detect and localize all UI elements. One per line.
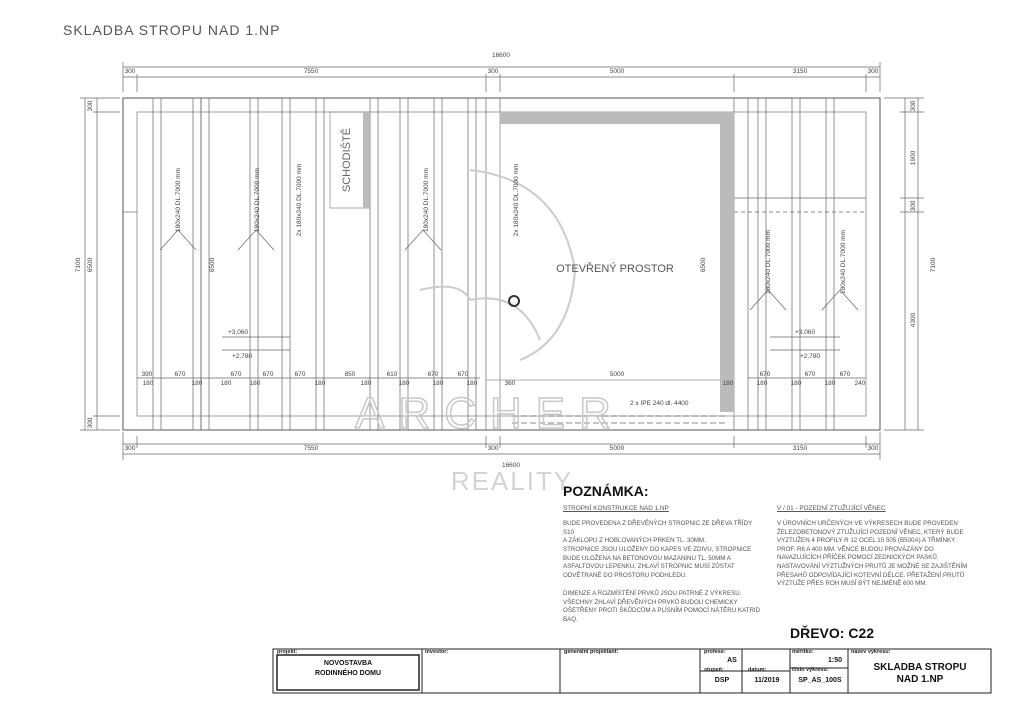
top-dim-1: 7550	[304, 68, 319, 75]
drawing-name-2: NAD 1.NP	[896, 674, 944, 685]
bottom-dim-2: 300	[488, 445, 499, 452]
level-upper-left: +3,060	[228, 329, 248, 336]
spacing-left-6: 670	[428, 371, 439, 378]
spacing-left-bottom-3: 180	[250, 380, 261, 387]
bottom-dim-5: 300	[868, 445, 879, 452]
spacing-left-2: 670	[231, 371, 242, 378]
level-lower-right: +2,780	[800, 353, 820, 360]
left-dim-0: 300	[87, 100, 94, 111]
left-dim-2: 300	[87, 417, 94, 428]
level-lower-left: +2,780	[232, 353, 252, 360]
open-space-width: 5000	[610, 371, 625, 378]
bottom-dim-1: 7550	[304, 445, 319, 452]
spacing-left-bottom-6: 180	[361, 380, 372, 387]
spacing-right-bottom-3: 180	[825, 380, 836, 387]
spacing-left-bottom-0: 180	[143, 380, 154, 387]
spacing-left-0: 390	[142, 371, 153, 378]
notes-col2-title: V / 01 - POZEDNÍ ZTUŽUJÍCÍ VĚNEC	[777, 505, 886, 512]
profession-label: profese:	[704, 649, 726, 655]
spacing-right-2: 670	[840, 371, 851, 378]
top-dim-4: 3150	[793, 68, 808, 75]
watermark-brand: ARCHER	[355, 389, 625, 438]
top-dim-3: 5000	[610, 68, 625, 75]
spacing-right-bottom-4: 240	[855, 380, 866, 387]
spacing-right-bottom-2: 180	[791, 380, 802, 387]
date-value: 11/2019	[754, 677, 780, 684]
notes-heading: POZNÁMKA:	[563, 483, 649, 499]
spacing-left-1: 670	[175, 371, 186, 378]
left-total-dim: 7100	[75, 257, 82, 272]
notes-col1-p2: STROPNICE JSOU ULOŽENY DO KAPES VE ZDIVU…	[563, 546, 752, 579]
bottom-total-dim: 16600	[502, 462, 520, 469]
spacing-left-4: 670	[295, 371, 306, 378]
title-block-frame	[272, 648, 992, 694]
drawing-name-label: název výkresu:	[851, 649, 891, 655]
beam-label-3: 180x240 DL.7000 mm	[423, 168, 430, 232]
beam-label-6: 180x240 DL.7000 mm	[840, 230, 847, 294]
scale-value: 1:50	[827, 657, 842, 664]
spacing-left-3: 670	[263, 371, 274, 378]
designer-label: generální projektant:	[564, 649, 619, 655]
inner-height-left: 6500	[209, 257, 216, 272]
beam-label-5: 180x240 DL.7000 mm	[765, 230, 772, 294]
spacing-left-bottom-5: 850	[345, 371, 356, 378]
spacing-left-bottom-10: 360	[505, 380, 516, 387]
left-dim-1: 6500	[87, 257, 94, 272]
spacing-right-bottom-0: 180	[723, 380, 734, 387]
top-total-dim: 16600	[492, 52, 510, 59]
scale-label: měřítko:	[792, 649, 814, 655]
right-dim-2: 300	[910, 200, 917, 211]
drawing-name-1: SKLADBA STROPU	[873, 662, 967, 673]
spacing-left-bottom-9: 180	[467, 380, 478, 387]
spacing-left-bottom-1: 180	[192, 380, 203, 387]
spacing-right-bottom-1: 180	[757, 380, 768, 387]
investor-label: investor:	[425, 649, 449, 655]
right-total-dim: 7100	[930, 257, 937, 272]
project-value-2: RODINNÉHO DOMU	[314, 670, 382, 677]
top-dim-5: 300	[868, 68, 879, 75]
inner-height-right: 6500	[700, 257, 707, 272]
watermark-sub: REALITY	[451, 466, 573, 496]
spacing-left-bottom-2: 180	[221, 380, 232, 387]
spacing-left-bottom-4: 180	[315, 380, 326, 387]
notes-col2-p1: V ÚROVNÍCH URČENÝCH VE VÝKRESECH BUDE PR…	[777, 520, 968, 588]
stage-label: stupeň:	[704, 667, 724, 673]
project-label: projekt:	[277, 649, 298, 655]
top-dim-0: 300	[125, 68, 136, 75]
spacing-left-bottom-7: 180	[399, 380, 410, 387]
spacing-left-7: 670	[458, 371, 469, 378]
beam-label-1: 180x240 DL.7000 mm	[254, 168, 261, 232]
bottom-dim-3: 5000	[610, 445, 625, 452]
date-label: datum:	[748, 667, 767, 673]
material-label: DŘEVO: C22	[790, 625, 875, 641]
bottom-dim-0: 300	[125, 445, 136, 452]
notes-col1-p1: BUDE PROVEDENA Z DŘEVĚNÝCH STROPNIC ZE D…	[563, 520, 753, 545]
beam-label-0: 180x240 DL.7000 mm	[175, 168, 182, 232]
spacing-left-bottom-8: 180	[433, 380, 444, 387]
drawing-number-value: SP_AS_100S	[798, 677, 842, 684]
drawing-title: SKLADBA STROPU NAD 1.NP	[63, 22, 281, 38]
open-space-label: OTEVŘENÝ PROSTOR	[556, 262, 674, 275]
stair-label: SCHODIŠTĚ	[340, 128, 353, 192]
level-upper-right: +3,060	[795, 329, 815, 336]
bottom-dim-4: 3150	[793, 445, 808, 452]
spacing-left-5: 610	[387, 371, 398, 378]
beam-label-2: 2x 180x240 DL.7000 mm	[296, 164, 303, 237]
notes-col1-title: STROPNÍ KONSTRUKCE NAD 1.NP	[563, 505, 669, 512]
stage-value: DSP	[714, 677, 730, 684]
profession-value: AS	[727, 657, 737, 664]
spacing-right-1: 670	[805, 371, 816, 378]
beam-label-4: 2x 180x240 DL.7000 mm	[513, 164, 520, 237]
right-dim-3: 4300	[910, 312, 917, 327]
top-dim-2: 300	[488, 68, 499, 75]
steel-beam-note: 2 x IPE 240 dl. 4400	[630, 400, 689, 407]
notes-col1-p3: DIMENZE A ROZMÍSTĚNÍ PRVKŮ JSOU PATRNÉ Z…	[563, 590, 761, 623]
drawing-number-label: číslo výkresu:	[792, 667, 829, 673]
right-dim-0: 300	[910, 100, 917, 111]
spacing-right-0: 670	[760, 371, 771, 378]
right-dim-1: 1900	[910, 150, 917, 165]
project-value-1: NOVOSTAVBA	[323, 660, 373, 667]
